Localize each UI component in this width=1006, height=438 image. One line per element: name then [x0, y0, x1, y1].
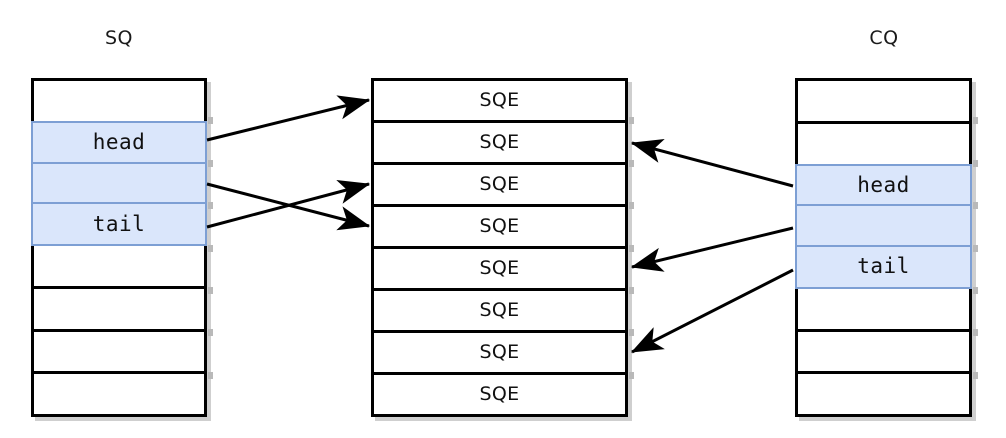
- cq-edge-tick: [973, 159, 978, 167]
- sqe-edge-tick: [629, 244, 634, 252]
- sq-column-title: SQ: [104, 27, 133, 49]
- sq-cell-label: head: [92, 130, 146, 155]
- sqe-cell-label: SQE: [479, 299, 520, 321]
- sqe-cell-label: SQE: [479, 257, 520, 279]
- cq-cell-2-head: head: [795, 163, 972, 208]
- sq-cell-6: [31, 328, 207, 375]
- sq-cell-label: tail: [92, 211, 146, 236]
- arrow-sq-mid-to-sqe4: [206, 182, 371, 231]
- sq-edge-tick: [208, 117, 213, 125]
- sqe-cell-3-sqe: SQE: [371, 204, 628, 249]
- sq-cell-list: head tail: [31, 78, 207, 417]
- cq-cell-label: head: [857, 172, 910, 197]
- cq-edge-tick: [973, 286, 978, 294]
- cq-edge-tick: [973, 244, 978, 252]
- cq-cell-3: [795, 204, 972, 248]
- sqe-cell-label: SQE: [479, 215, 520, 237]
- sqe-cell-0-sqe: SQE: [371, 78, 628, 123]
- cq-cell-4-tail: tail: [795, 245, 972, 289]
- sqe-cell-5-sqe: SQE: [371, 288, 628, 333]
- sqe-edge-tick: [629, 286, 634, 294]
- sqe-cell-6-sqe: SQE: [371, 330, 628, 375]
- sqe-edge-tick: [629, 371, 634, 379]
- cq-cell-7: [795, 371, 972, 417]
- cq-cell-label: tail: [857, 254, 910, 279]
- sqe-cell-7-sqe: SQE: [371, 372, 628, 417]
- arrow-cq-mid-to-sqe5: [630, 226, 794, 272]
- cq-cell-5: [795, 285, 972, 332]
- sq-cell-1-head: head: [31, 120, 207, 165]
- sqe-array-box: SQE SQE SQE SQE SQE SQE SQE SQE: [371, 78, 632, 421]
- sq-edge-tick: [208, 371, 213, 379]
- arrow-cq-tail-to-sqe7: [630, 268, 794, 354]
- sqe-cell-label: SQE: [479, 89, 520, 111]
- cq-cell-6: [795, 328, 972, 375]
- sq-cell-3-tail: tail: [31, 202, 207, 246]
- sq-cell-5: [31, 285, 207, 332]
- sq-edge-tick: [208, 244, 213, 252]
- cq-edge-tick: [973, 117, 978, 125]
- cq-cell-list: head tail: [795, 78, 972, 417]
- sqe-cell-label: SQE: [479, 341, 520, 363]
- sqe-edge-tick: [629, 202, 634, 210]
- cq-edge-tick: [973, 329, 978, 337]
- sq-queue-box: head tail: [31, 78, 211, 421]
- sqe-cell-label: SQE: [479, 383, 520, 405]
- sqe-edge-tick: [629, 117, 634, 125]
- arrow-sq-head-to-sqe1: [206, 95, 371, 142]
- sqe-cell-4-sqe: SQE: [371, 246, 628, 291]
- cq-cell-1: [795, 120, 972, 167]
- arrow-cq-head-to-sqe2: [630, 139, 794, 188]
- sqe-cell-list: SQE SQE SQE SQE SQE SQE SQE SQE: [371, 78, 628, 417]
- sqe-edge-tick: [629, 329, 634, 337]
- sqe-cell-1-sqe: SQE: [371, 120, 628, 165]
- arrow-sq-tail-to-sqe3: [206, 179, 371, 229]
- sqe-cell-label: SQE: [479, 131, 520, 153]
- sqe-cell-2-sqe: SQE: [371, 162, 628, 207]
- sq-cell-0: [31, 78, 207, 124]
- sqe-cell-label: SQE: [479, 173, 520, 195]
- sq-cell-2: [31, 161, 207, 206]
- sqe-edge-tick: [629, 159, 634, 167]
- cq-queue-box: head tail: [795, 78, 976, 421]
- cq-column-title: CQ: [869, 27, 899, 49]
- sq-edge-tick: [208, 286, 213, 294]
- cq-edge-tick: [973, 371, 978, 379]
- cq-cell-0: [795, 78, 972, 124]
- cq-edge-tick: [973, 202, 978, 210]
- sq-cell-7: [31, 371, 207, 417]
- sq-cell-4: [31, 243, 207, 289]
- sq-edge-tick: [208, 329, 213, 337]
- sq-edge-tick: [208, 159, 213, 167]
- sq-edge-tick: [208, 202, 213, 210]
